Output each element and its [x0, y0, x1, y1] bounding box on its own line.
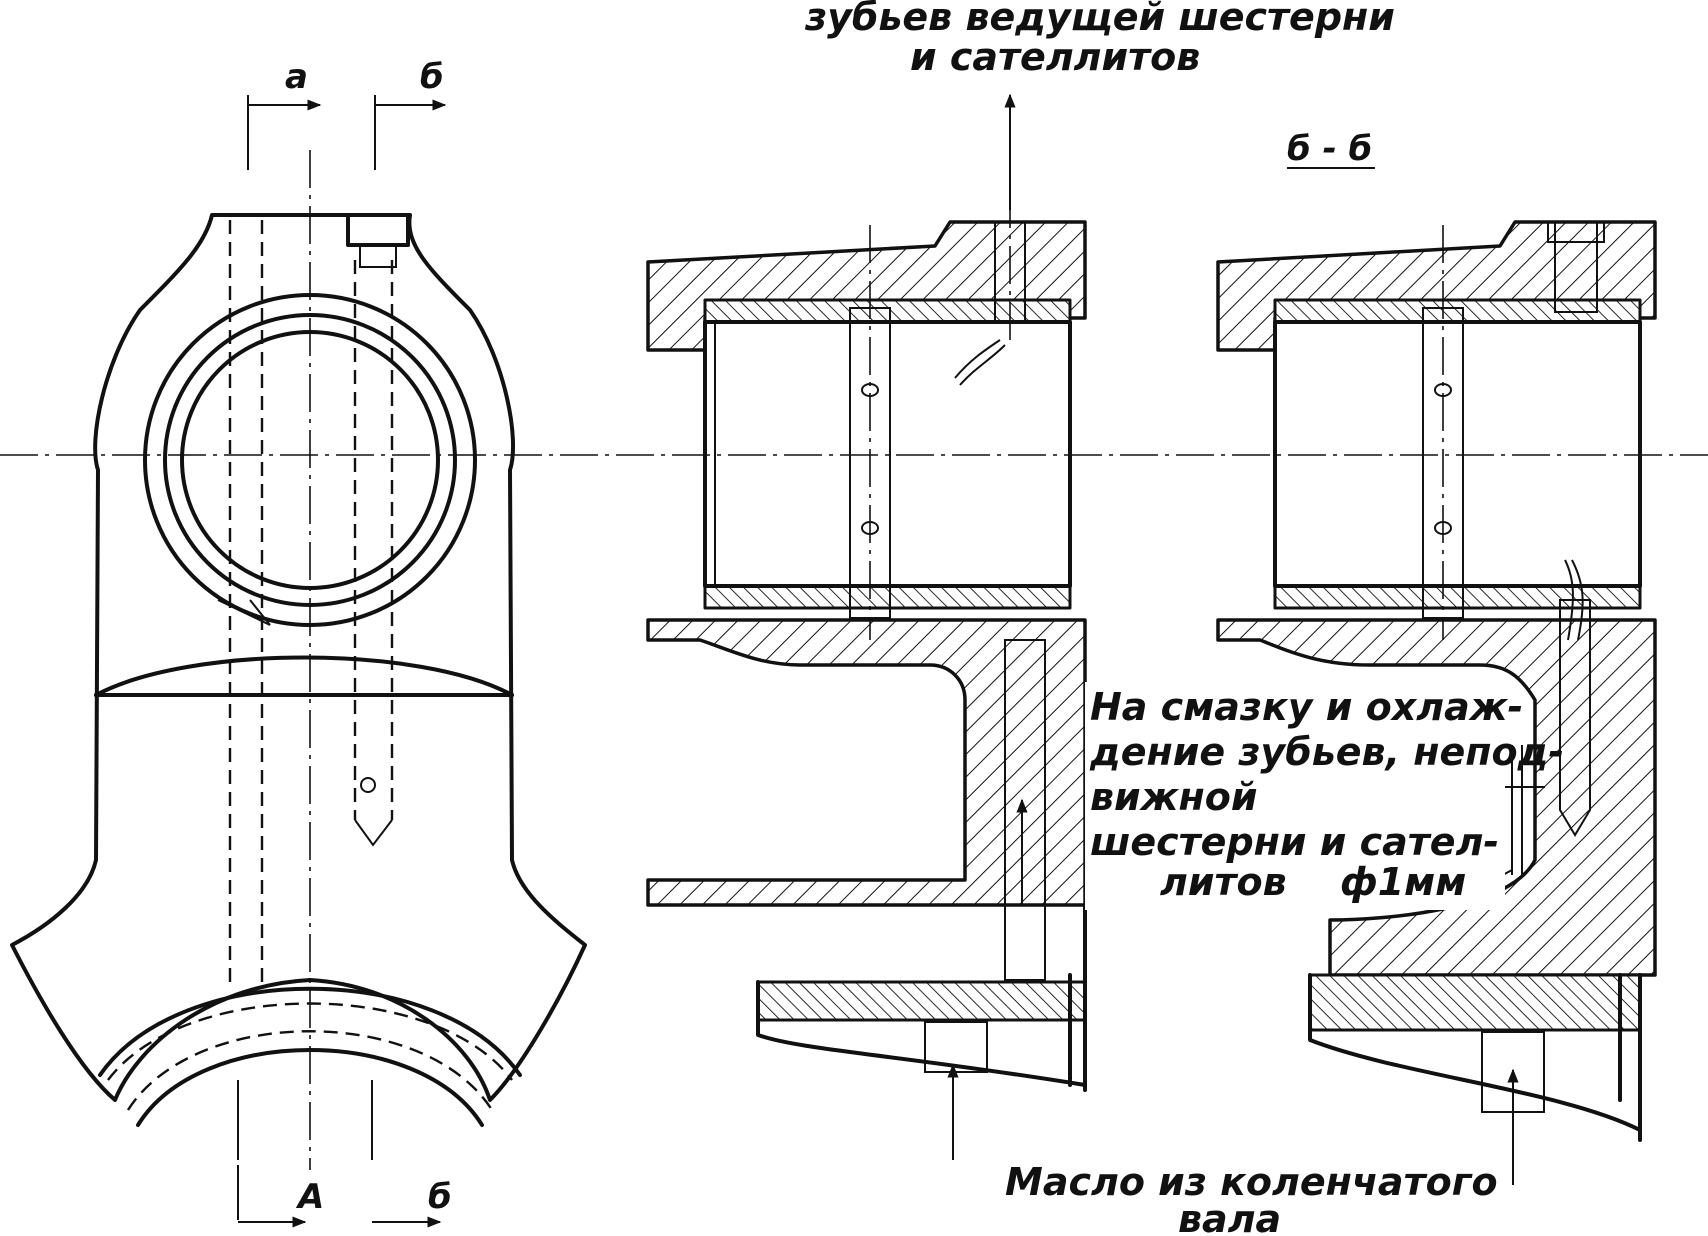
big-end-outline [756, 903, 1087, 1092]
small-end-lower-and-web-b [1216, 618, 1657, 977]
bolt-head [346, 213, 410, 247]
bush-lower-b [1273, 584, 1642, 610]
bottom-note-line-1: Масло из коленчатого [1005, 1160, 1498, 1204]
cut-line-a-top [247, 95, 320, 170]
pin-bore-b [1273, 320, 1642, 588]
side-note-bg [1085, 682, 1505, 910]
big-end-bearing [756, 980, 1087, 1022]
big-end-bearing-b [1308, 973, 1642, 1032]
cut-line-b-top [374, 95, 445, 170]
top-note-line-2: и сателлитов [910, 35, 1200, 79]
section-label-b-top: б [420, 57, 444, 97]
big-end-outline-b [1308, 973, 1642, 1142]
side-note-line-4: шестерни и сател- [1090, 820, 1499, 864]
small-end-shell [646, 220, 1087, 352]
section-b-view: б - б [1216, 129, 1657, 1185]
spray-lines [954, 339, 1006, 386]
bush-upper [703, 298, 1072, 324]
small-end-lower-and-web [646, 618, 1087, 907]
rod-oil-channel [1004, 639, 1046, 981]
side-note-line-3: вижной [1090, 775, 1257, 819]
big-end-arc-dashed-2 [126, 1030, 494, 1111]
front-view: а б А б [0, 57, 1708, 1222]
cut-line-a-bottom [237, 1080, 305, 1222]
side-note-line-2: дение зубьев, непод- [1089, 730, 1564, 774]
section-label-A: А [295, 1177, 324, 1217]
oil-hole [360, 777, 376, 793]
side-oil-channel-b [1559, 599, 1591, 837]
section-label-a: а [285, 57, 308, 97]
bottom-note-line-2: вала [1178, 1197, 1281, 1236]
section-a-view [646, 93, 1087, 1160]
spray-lines-b [1564, 559, 1584, 641]
top-note-line-1: зубьев ведущей шестерни [804, 0, 1395, 39]
body-joint-arc [94, 655, 514, 697]
bush-lower [703, 584, 1072, 610]
cut-line-b-bottom [371, 1080, 440, 1222]
oil-channel-b-tip [354, 819, 393, 847]
oil-outlet [217, 599, 271, 626]
side-note-line-1: На смазку и охлаж- [1090, 685, 1523, 729]
bolt-shank [359, 244, 397, 268]
hole-diameter-label: ф1мм [1340, 860, 1466, 904]
section-label-b-bottom: б [428, 1177, 452, 1217]
big-end-arc-outer [98, 986, 522, 1077]
pin-bore [703, 320, 1072, 588]
side-note-line-5: литов [1160, 860, 1287, 904]
bolt-head-b [1547, 221, 1605, 243]
section-bb-title: б - б [1287, 129, 1372, 169]
